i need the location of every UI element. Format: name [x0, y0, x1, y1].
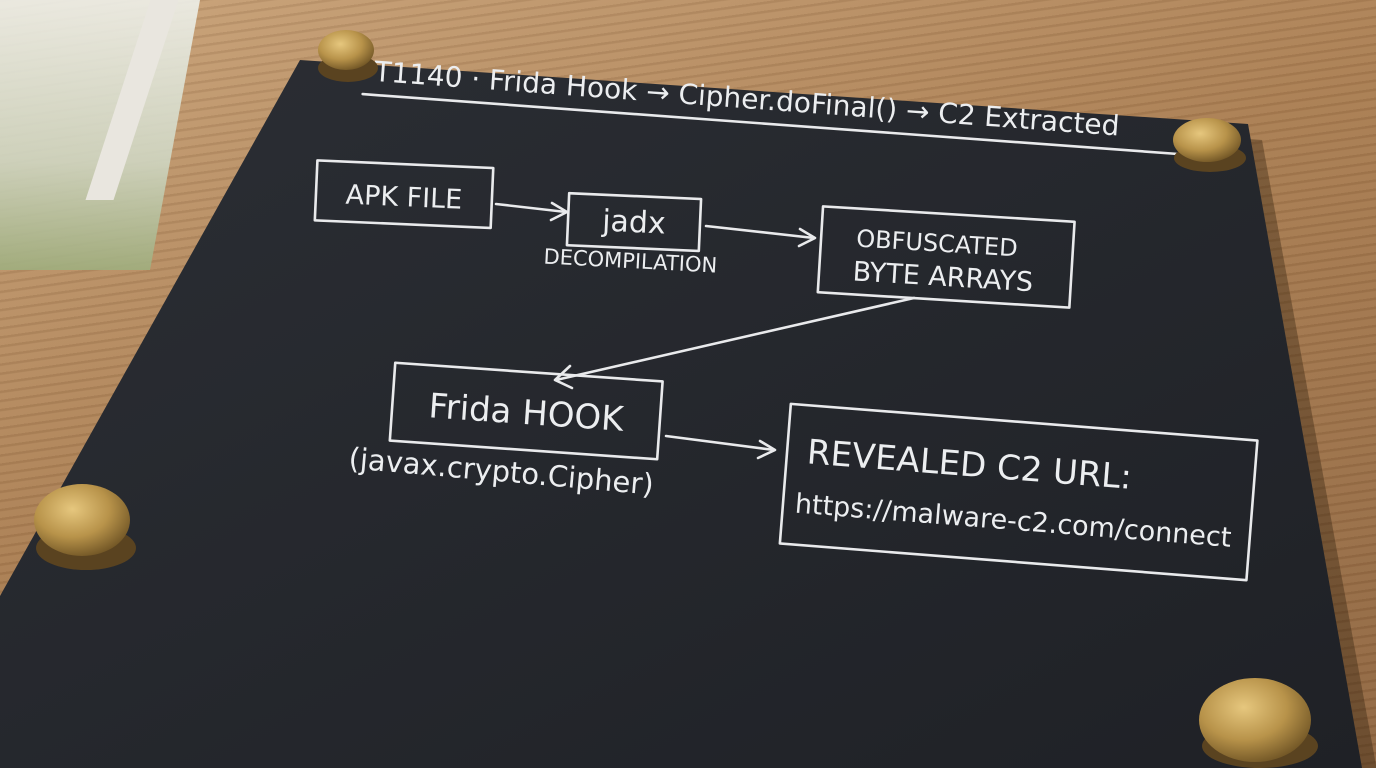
brass-standoff-top-right — [1173, 118, 1246, 172]
arrow-head — [553, 364, 574, 390]
arrow-apk-to-jadx — [494, 202, 568, 214]
brass-standoff-bottom-left — [34, 484, 136, 570]
obfuscated-byte-arrays-box — [816, 205, 1076, 309]
arrow-head — [797, 227, 817, 248]
revealed-c2-url-box — [778, 402, 1259, 582]
frida-hook-box — [388, 361, 664, 461]
apk-file-label: APK FILE — [345, 180, 463, 216]
brass-standoff-top-left — [318, 30, 378, 82]
title-underline — [361, 92, 1178, 156]
arrow-obfuscated-to-frida — [554, 296, 916, 382]
arrow-head — [756, 439, 777, 460]
arrow-jadx-to-obfuscated — [704, 224, 816, 240]
jadx-label: jadx — [600, 204, 666, 242]
black-board — [0, 60, 1362, 768]
jadx-box — [565, 191, 703, 253]
arrow-frida-to-revealed — [664, 434, 776, 452]
brass-standoff-bottom-right — [1199, 678, 1318, 768]
arrow-head — [549, 201, 569, 222]
apk-file-box — [313, 159, 495, 230]
